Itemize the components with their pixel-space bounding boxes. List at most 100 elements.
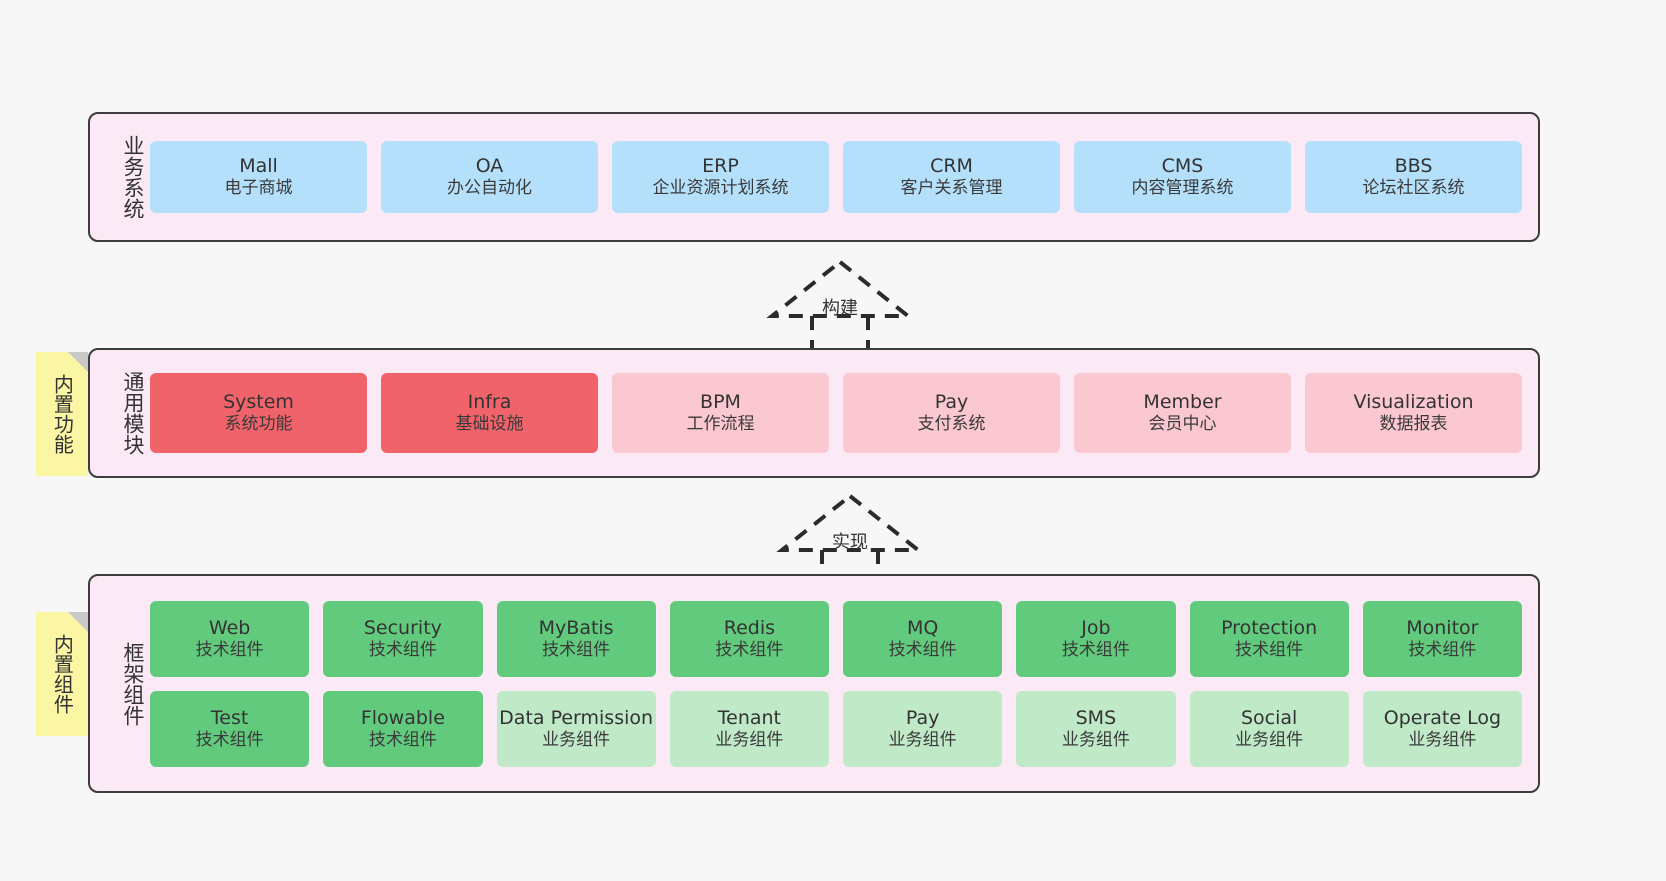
card-mybatis[interactable]: MyBatis 技术组件 <box>496 600 656 677</box>
card-pay-component[interactable]: Pay 业务组件 <box>843 690 1003 767</box>
card-crm[interactable]: CRM 客户关系管理 <box>843 141 1060 213</box>
card-test[interactable]: Test 技术组件 <box>150 690 310 767</box>
card-visualization-title: Visualization <box>1353 391 1474 414</box>
card-bbs-subtitle: 论坛社区系统 <box>1362 178 1465 199</box>
card-bpm-title: BPM <box>700 391 741 414</box>
card-data-permission-title: Data Permission <box>499 706 654 729</box>
connector-build-label: 构建 <box>822 298 858 319</box>
card-system-subtitle: 系统功能 <box>224 414 293 435</box>
card-mq-subtitle: 技术组件 <box>888 639 957 660</box>
card-system-title: System <box>223 391 294 414</box>
card-social[interactable]: Social 业务组件 <box>1189 690 1349 767</box>
framework-components-row-1: Web 技术组件 Security 技术组件 MyBatis 技术组件 Redi… <box>150 600 1522 677</box>
card-web[interactable]: Web 技术组件 <box>150 600 310 677</box>
card-protection[interactable]: Protection 技术组件 <box>1189 600 1349 677</box>
card-system[interactable]: System 系统功能 <box>150 373 367 453</box>
card-web-subtitle: 技术组件 <box>195 639 264 660</box>
card-mybatis-title: MyBatis <box>538 616 614 639</box>
card-cms-subtitle: 内容管理系统 <box>1131 178 1234 199</box>
card-mq[interactable]: MQ 技术组件 <box>843 600 1003 677</box>
card-erp-title: ERP <box>702 155 739 178</box>
note-fold-corner-icon <box>68 612 88 632</box>
card-redis-subtitle: 技术组件 <box>715 639 784 660</box>
card-cms[interactable]: CMS 内容管理系统 <box>1074 141 1291 213</box>
card-test-subtitle: 技术组件 <box>195 729 264 750</box>
common-modules-card-group: System 系统功能 Infra 基础设施 BPM 工作流程 Pay 支付系统… <box>146 350 1538 476</box>
card-bbs[interactable]: BBS 论坛社区系统 <box>1305 141 1522 213</box>
card-mq-title: MQ <box>906 616 939 639</box>
card-data-permission[interactable]: Data Permission 业务组件 <box>496 690 656 767</box>
card-visualization[interactable]: Visualization 数据报表 <box>1305 373 1522 453</box>
card-bpm[interactable]: BPM 工作流程 <box>612 373 829 453</box>
note-built-in-components: 内置组件 <box>36 612 88 736</box>
framework-components-row-2: Test 技术组件 Flowable 技术组件 Data Permission … <box>150 690 1522 767</box>
card-monitor-subtitle: 技术组件 <box>1408 639 1477 660</box>
note-built-in-components-text: 内置组件 <box>50 634 75 714</box>
card-bpm-subtitle: 工作流程 <box>686 414 755 435</box>
card-operate-log-title: Operate Log <box>1383 706 1502 729</box>
card-pay-module-title: Pay <box>934 391 969 414</box>
card-monitor[interactable]: Monitor 技术组件 <box>1362 600 1522 677</box>
layer-business-systems: 业务系统 Mall 电子商城 OA 办公自动化 ERP 企业资源计划系统 CRM… <box>88 112 1540 242</box>
card-oa-subtitle: 办公自动化 <box>447 178 532 199</box>
connector-implement: 实现 <box>770 492 930 587</box>
card-infra[interactable]: Infra 基础设施 <box>381 373 598 453</box>
layer-common-modules: 通用模块 System 系统功能 Infra 基础设施 BPM 工作流程 Pay… <box>88 348 1540 478</box>
card-operate-log[interactable]: Operate Log 业务组件 <box>1362 690 1522 767</box>
card-operate-log-subtitle: 业务组件 <box>1408 729 1477 750</box>
card-security-subtitle: 技术组件 <box>368 639 437 660</box>
layer-title-framework-components: 框架组件 <box>121 641 145 726</box>
card-oa[interactable]: OA 办公自动化 <box>381 141 598 213</box>
card-member-subtitle: 会员中心 <box>1148 414 1217 435</box>
card-flowable-title: Flowable <box>360 706 445 729</box>
card-pay-module-subtitle: 支付系统 <box>917 414 986 435</box>
layer-title-common-modules: 通用模块 <box>121 371 145 455</box>
card-security[interactable]: Security 技术组件 <box>323 600 483 677</box>
card-member-title: Member <box>1143 391 1222 414</box>
card-flowable[interactable]: Flowable 技术组件 <box>323 690 483 767</box>
card-erp[interactable]: ERP 企业资源计划系统 <box>612 141 829 213</box>
framework-components-card-group: Web 技术组件 Security 技术组件 MyBatis 技术组件 Redi… <box>146 576 1538 791</box>
card-security-title: Security <box>363 616 442 639</box>
card-redis-title: Redis <box>723 616 776 639</box>
card-mybatis-subtitle: 技术组件 <box>542 639 611 660</box>
card-pay-module[interactable]: Pay 支付系统 <box>843 373 1060 453</box>
card-web-title: Web <box>208 616 251 639</box>
note-fold-corner-icon <box>68 352 88 372</box>
connector-build: 构建 <box>760 258 920 353</box>
card-tenant[interactable]: Tenant 业务组件 <box>669 690 829 767</box>
card-crm-title: CRM <box>930 155 973 178</box>
card-monitor-title: Monitor <box>1406 616 1479 639</box>
card-cms-title: CMS <box>1161 155 1204 178</box>
note-built-in-features-text: 内置功能 <box>50 374 75 454</box>
card-social-title: Social <box>1240 706 1298 729</box>
card-member[interactable]: Member 会员中心 <box>1074 373 1291 453</box>
connector-build-shape <box>766 259 914 353</box>
card-social-subtitle: 业务组件 <box>1235 729 1304 750</box>
card-pay-component-subtitle: 业务组件 <box>888 729 957 750</box>
card-protection-subtitle: 技术组件 <box>1235 639 1304 660</box>
card-protection-title: Protection <box>1221 616 1318 639</box>
card-infra-subtitle: 基础设施 <box>455 414 524 435</box>
card-job-subtitle: 技术组件 <box>1061 639 1130 660</box>
card-sms-subtitle: 业务组件 <box>1061 729 1130 750</box>
card-sms-title: SMS <box>1075 706 1117 729</box>
card-mall[interactable]: Mall 电子商城 <box>150 141 367 213</box>
card-bbs-title: BBS <box>1394 155 1433 178</box>
layer-title-business-systems: 业务系统 <box>121 135 145 219</box>
card-flowable-subtitle: 技术组件 <box>368 729 437 750</box>
connector-implement-label: 实现 <box>832 532 868 553</box>
card-job[interactable]: Job 技术组件 <box>1016 600 1176 677</box>
card-oa-title: OA <box>475 155 504 178</box>
card-job-title: Job <box>1081 616 1111 639</box>
card-visualization-subtitle: 数据报表 <box>1379 414 1448 435</box>
card-sms[interactable]: SMS 业务组件 <box>1016 690 1176 767</box>
business-systems-card-group: Mall 电子商城 OA 办公自动化 ERP 企业资源计划系统 CRM 客户关系… <box>146 114 1538 240</box>
card-redis[interactable]: Redis 技术组件 <box>669 600 829 677</box>
card-test-title: Test <box>210 706 249 729</box>
card-tenant-subtitle: 业务组件 <box>715 729 784 750</box>
card-mall-subtitle: 电子商城 <box>224 178 293 199</box>
card-data-permission-subtitle: 业务组件 <box>542 729 611 750</box>
note-built-in-features: 内置功能 <box>36 352 88 476</box>
